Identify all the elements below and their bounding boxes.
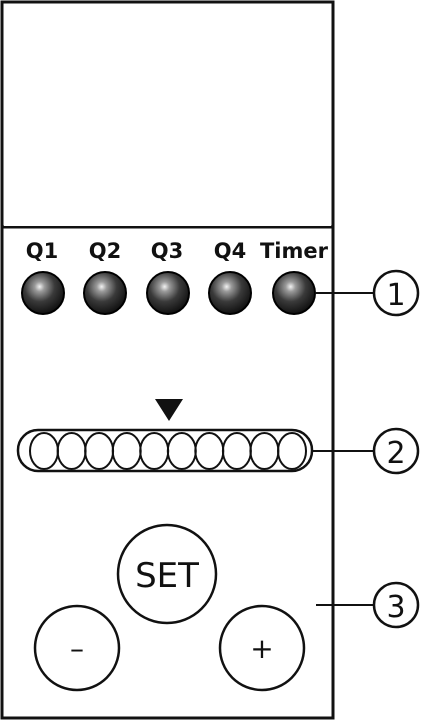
led-label-row: Q1 Q2 Q3 Q4 Timer — [26, 239, 329, 263]
callout-number-1: 1 — [386, 278, 405, 313]
set-button-label: SET — [135, 556, 199, 596]
position-selector[interactable] — [16, 428, 314, 473]
plus-button[interactable]: + — [218, 604, 306, 692]
selector-rings — [29, 432, 307, 470]
callout-circle-3 — [372, 581, 420, 629]
callout-number-3: 3 — [386, 590, 405, 625]
led-indicator-icon — [146, 271, 190, 315]
led-label-q4: Q4 — [214, 239, 246, 263]
callout-circle-2 — [372, 427, 420, 475]
led-label-timer: Timer — [260, 239, 329, 263]
set-button[interactable]: SET — [116, 523, 218, 625]
led-indicator-icon — [83, 271, 127, 315]
display-window — [4, 4, 331, 226]
led-label-q2: Q2 — [89, 239, 121, 263]
callout-circle-1 — [372, 269, 420, 317]
led-indicator-row — [21, 271, 316, 315]
led-indicator-icon — [208, 271, 252, 315]
device-housing — [0, 0, 335, 720]
led-label-q3: Q3 — [151, 239, 183, 263]
down-triangle-icon — [155, 399, 183, 421]
plus-button-label: + — [250, 632, 273, 665]
selector-ring — [277, 432, 307, 470]
minus-button-label: – — [70, 632, 84, 665]
callout-number-2: 2 — [386, 436, 405, 471]
led-indicator-icon — [272, 271, 316, 315]
led-label-q1: Q1 — [26, 239, 58, 263]
minus-button[interactable]: – — [33, 604, 121, 692]
led-indicator-icon — [21, 271, 65, 315]
